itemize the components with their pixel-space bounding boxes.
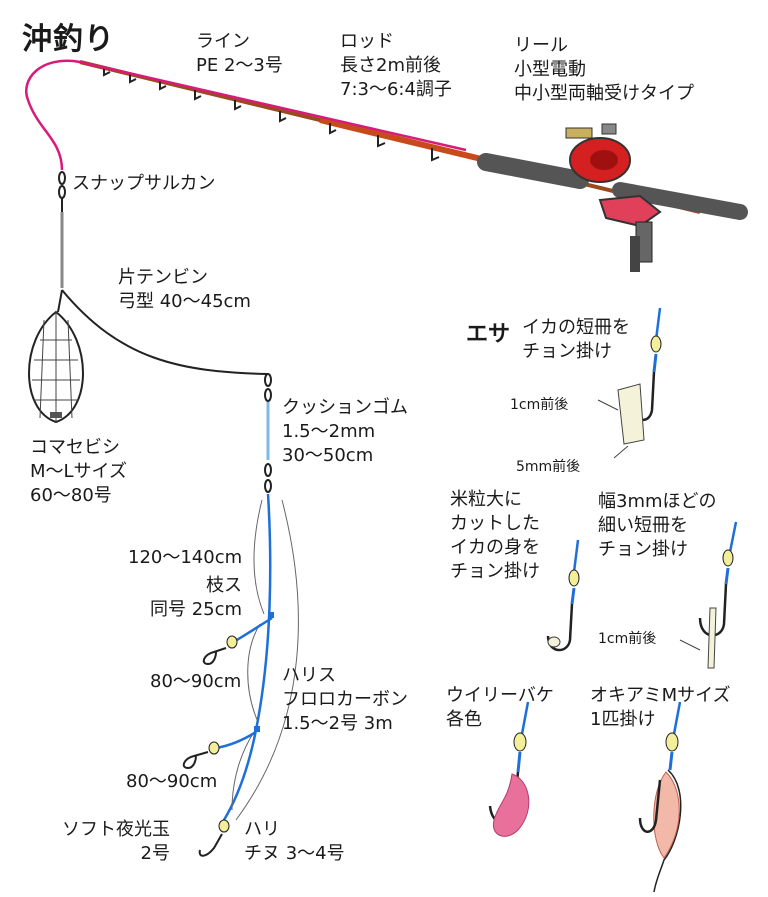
terminal-hook — [198, 819, 230, 857]
bait-len-1cm-b: 1cm前後 — [598, 631, 657, 647]
bait-rice — [546, 539, 580, 652]
dimension-marks — [231, 499, 299, 821]
tenbin-arm — [61, 289, 269, 375]
page-title: 沖釣り — [22, 22, 115, 57]
bait-squid-label: イカの短冊を チョン掛け — [522, 317, 630, 362]
snap-swivel — [58, 171, 66, 212]
rod-grip-rear — [612, 182, 748, 220]
bait-krill-label: オキアミMサイズ 1匹掛け — [590, 685, 731, 730]
branch-upper — [202, 612, 274, 666]
bait-squid-strip — [617, 307, 662, 445]
edasu-length-label: 120～140cm — [128, 547, 243, 568]
gap-label-1: 80～90cm — [150, 671, 242, 692]
rod-grip-front — [477, 153, 589, 189]
bait-woolly-label: ウイリーバケ 各色 — [446, 685, 554, 730]
sinker-label: コマセビシ M～Lサイズ 60～80号 — [30, 437, 128, 506]
harisu-label: ハリス フロロカーボン 1.5～2号 3m — [282, 665, 408, 734]
cushion-rubber — [264, 373, 272, 493]
rod-guides — [103, 67, 440, 162]
reel — [565, 123, 662, 272]
bead-label: ソフト夜光玉 2号 — [62, 819, 170, 864]
bait-callouts — [597, 399, 701, 651]
komase-sinker — [28, 289, 84, 424]
rod-label: ロッド 長さ2m前後 7:3～6:4調子 — [340, 31, 452, 100]
snap-label: スナップサルカン — [72, 173, 216, 194]
bait-len-1cm: 1cm前後 — [510, 397, 569, 413]
main-line — [25, 59, 467, 171]
bait-thin-label: 幅3mmほどの 細い短冊を チョン掛け — [598, 491, 717, 560]
bait-title: エサ — [466, 322, 511, 347]
cushion-label: クッションゴム 1.5～2mm 30～50cm — [282, 397, 408, 466]
bait-thin-strip — [698, 521, 738, 669]
rod — [79, 60, 748, 220]
branch-lower — [182, 726, 260, 770]
bait-rice-label: 米粒大に カットした イカの身を チョン掛け — [450, 489, 540, 582]
tenbin-label: 片テンビン 弓型 40～45cm — [118, 267, 251, 312]
gap-label-2: 80～90cm — [126, 771, 218, 792]
bait-krill — [638, 701, 682, 893]
hook-label: ハリ チヌ 3～4号 — [244, 819, 345, 864]
bait-woolly — [488, 701, 530, 837]
harisu-line — [222, 493, 272, 821]
edasu-label: 枝ス 同号 25cm — [150, 575, 243, 620]
line-label: ライン PE 2～3号 — [196, 31, 283, 76]
bait-len-5mm: 5mm前後 — [516, 459, 581, 475]
reel-label: リール 小型電動 中小型両軸受けタイプ — [514, 35, 694, 104]
